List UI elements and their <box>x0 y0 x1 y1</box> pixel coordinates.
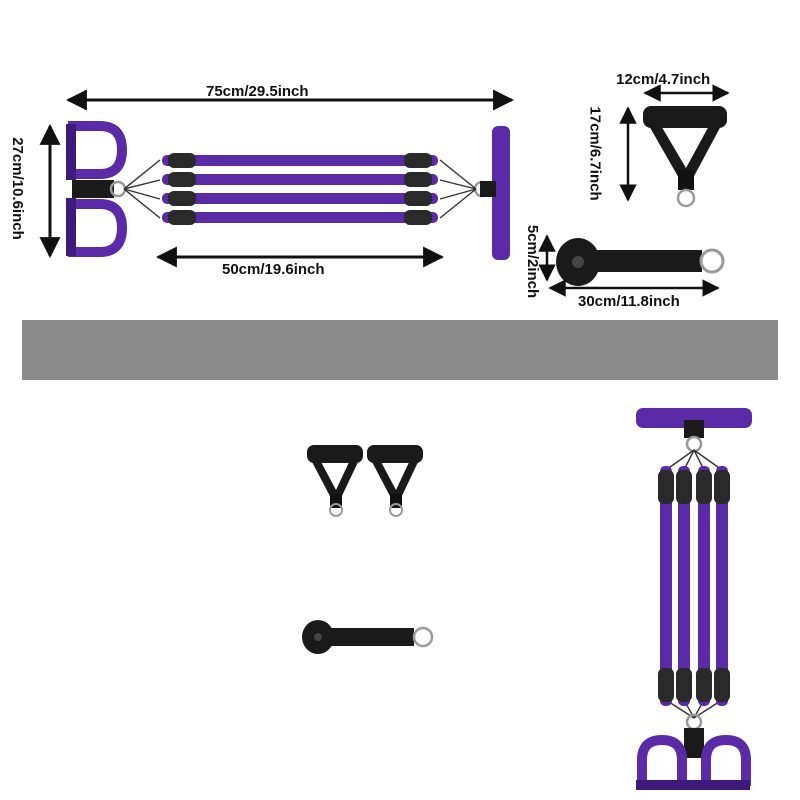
anchor-width-label: 5cm/2inch <box>524 224 542 299</box>
handle-icon <box>643 106 727 208</box>
foot-pedal-bottom <box>66 198 128 257</box>
pedal-height-label: 27cm/10.6inch <box>8 137 26 240</box>
divider-band <box>22 320 778 380</box>
pedal-strap <box>72 180 114 198</box>
handle-width-label: 12cm/4.7inch <box>616 71 711 88</box>
pedal-exerciser-vertical-icon <box>636 408 752 790</box>
resistance-tubes <box>162 153 438 225</box>
door-anchor-bottom-icon <box>302 620 434 654</box>
anchor-length-label: 30cm/11.8inch <box>578 293 680 310</box>
handle-bar-right <box>492 126 510 260</box>
door-anchor-icon <box>556 238 725 286</box>
foot-pedal-top <box>66 121 128 180</box>
total-length-label: 75cm/29.5inch <box>206 83 309 100</box>
handle-pair-icon <box>307 445 423 517</box>
tube-length-label: 50cm/19.6inch <box>222 261 325 278</box>
handle-height-label: 17cm/6.7inch <box>586 106 604 201</box>
